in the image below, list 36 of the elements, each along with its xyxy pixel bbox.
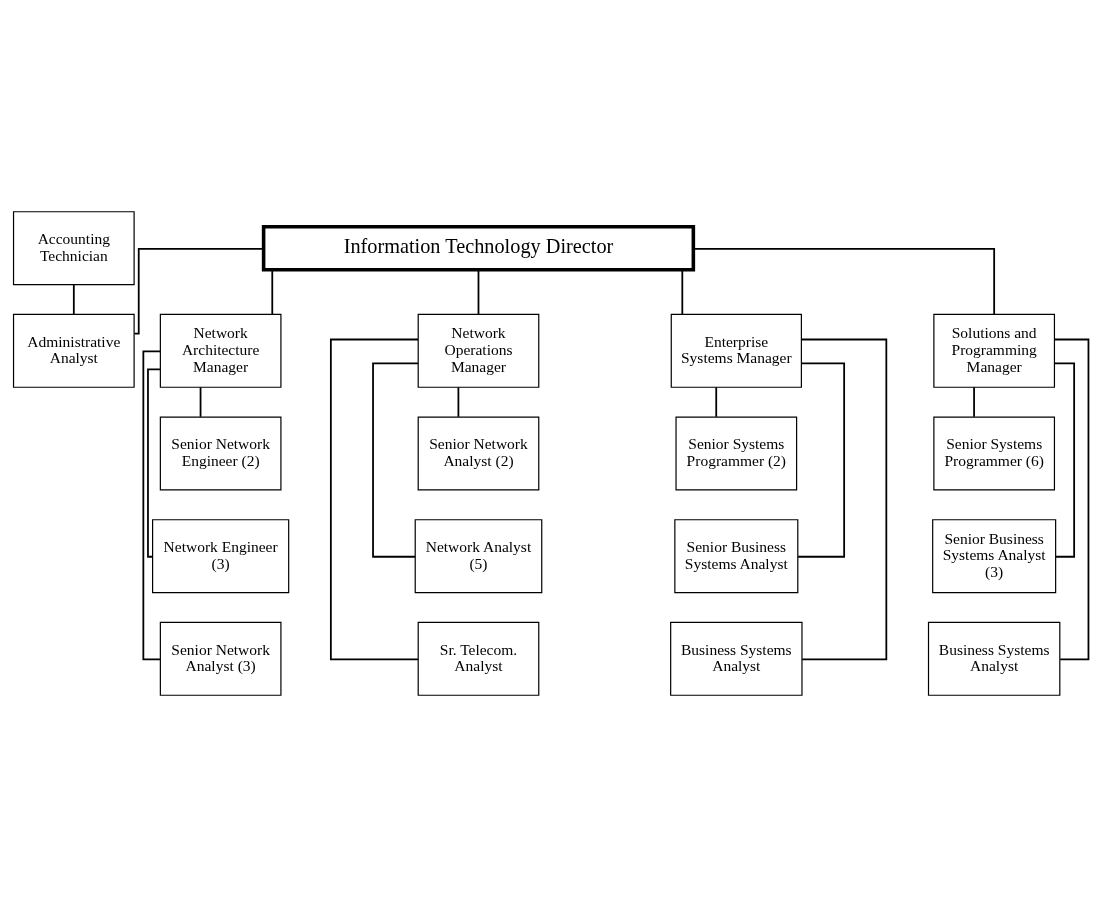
connector: [973, 386, 975, 418]
connector: [477, 269, 480, 316]
node-box: Enterprise Systems Manager: [670, 313, 802, 388]
connector: [72, 283, 75, 316]
node-box: Senior Network Engineer (2): [159, 416, 282, 491]
node-box: Network Operations Manager: [417, 313, 540, 388]
node-box: Accounting Technician: [12, 211, 135, 286]
connector: [147, 368, 162, 558]
connector: [681, 269, 684, 316]
connector: [133, 247, 265, 335]
node-box: Information Technology Director: [261, 224, 696, 272]
node-box: Administrative Analyst: [12, 313, 135, 388]
node-box: Business Systems Analyst: [927, 621, 1061, 696]
node-box: Senior Network Analyst (3): [159, 621, 282, 696]
node-box: Sr. Telecom. Analyst: [417, 621, 540, 696]
connector: [372, 362, 419, 558]
connector: [797, 362, 846, 558]
connector: [1053, 362, 1076, 558]
node-box: Network Analyst (5): [414, 519, 543, 594]
node-box: Senior Business Systems Analyst (3): [932, 519, 1057, 594]
node-box: Solutions and Programming Manager: [933, 313, 1056, 388]
connector: [1054, 338, 1090, 661]
node-box: Business Systems Analyst: [670, 621, 803, 696]
node-box: Senior Business Systems Analyst: [674, 519, 799, 594]
connector: [329, 338, 419, 661]
node-box: Network Architecture Manager: [159, 313, 282, 388]
connector: [271, 269, 274, 316]
node-box: Senior Network Analyst (2): [417, 416, 540, 491]
node-box: Senior Systems Programmer (2): [675, 416, 798, 491]
connector: [800, 338, 888, 661]
node-box: Network Engineer (3): [152, 519, 290, 594]
connector: [199, 386, 202, 418]
connector: [692, 247, 996, 315]
connector: [457, 386, 460, 418]
node-box: Senior Systems Programmer (6): [933, 416, 1056, 491]
connector: [715, 386, 718, 418]
